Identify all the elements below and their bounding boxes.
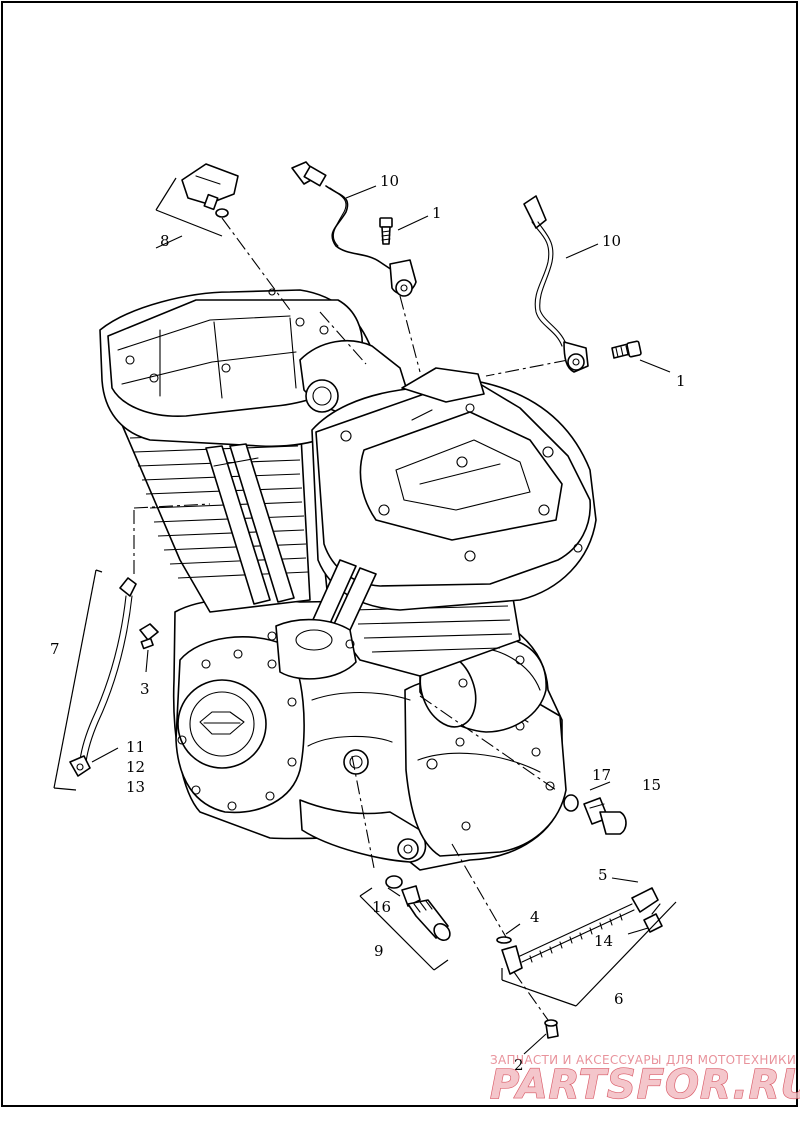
callout-5: 5	[598, 866, 608, 884]
callout-15: 15	[642, 776, 661, 794]
diagram-border	[1, 1, 798, 1107]
o-ring-16	[385, 875, 403, 889]
callout-1-upper: 1	[432, 204, 442, 222]
washer-4	[496, 936, 512, 944]
callout-7: 7	[50, 640, 60, 658]
o-ring-17	[563, 794, 579, 812]
watermark-brand: PARTSFOR.RU	[490, 1062, 800, 1108]
knock-sensor-10b	[523, 195, 589, 373]
callout-8: 8	[160, 232, 170, 250]
fitting-3	[139, 623, 159, 650]
engine-assembly	[99, 288, 597, 871]
callout-4: 4	[530, 908, 540, 926]
callout-numbers: 1 1 2 3 4 5 6 7 8 9 10 10 11 12 13 14 15…	[50, 172, 686, 1074]
sensor-cable-6	[501, 887, 659, 975]
callout-3: 3	[140, 680, 150, 698]
callout-9: 9	[374, 942, 384, 960]
drain-fitting-9	[401, 885, 451, 942]
knock-sensor-10a	[291, 161, 417, 297]
watermark: ЗАПЧАСТИ И АКСЕССУАРЫ ДЛЯ МОТОТЕХНИКИ PA…	[489, 1053, 800, 1109]
watermark-tagline: ЗАПЧАСТИ И АКСЕССУАРЫ ДЛЯ МОТОТЕХНИКИ	[490, 1053, 796, 1067]
callout-6: 6	[614, 990, 624, 1008]
screw-1a	[379, 217, 393, 245]
pressure-sender-15	[583, 797, 627, 835]
sensor-8	[181, 163, 239, 218]
assembly-centerlines	[133, 217, 569, 1021]
screw-1b	[611, 340, 642, 359]
callout-17: 17	[592, 766, 611, 784]
callout-1-right: 1	[676, 372, 686, 390]
leader-lines	[91, 185, 671, 1055]
callout-10-upper: 10	[380, 172, 399, 190]
callout-12: 12	[126, 758, 145, 776]
callout-16: 16	[372, 898, 391, 916]
callout-13: 13	[126, 778, 145, 796]
callout-2: 2	[514, 1056, 524, 1074]
callout-10-right: 10	[602, 232, 621, 250]
callout-14: 14	[594, 932, 613, 950]
oil-line-7	[69, 577, 137, 777]
pin-2	[544, 1019, 559, 1039]
callout-11: 11	[126, 738, 145, 756]
group-brackets	[53, 177, 677, 1007]
